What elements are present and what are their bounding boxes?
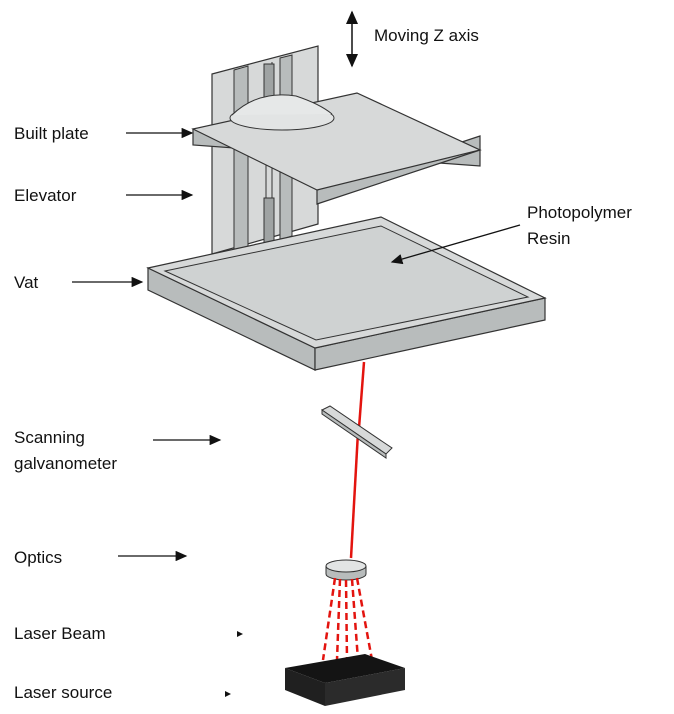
label-galvo-line1: Scanning (14, 428, 85, 447)
laser-source-box (285, 654, 405, 706)
build-plate (191, 92, 482, 205)
vat (146, 216, 547, 371)
laser-beam-middle (349, 431, 360, 559)
galvanometer-mirror (321, 405, 393, 459)
label-elevator: Elevator (14, 186, 77, 205)
label-resin-line1: Photopolymer (527, 203, 632, 222)
label-laser-source: Laser source (14, 683, 113, 702)
optics-lens (325, 559, 367, 581)
label-build-plate: Built plate (14, 124, 89, 143)
label-moving-z-axis: Moving Z axis (374, 26, 479, 45)
label-optics: Optics (14, 548, 63, 567)
label-vat: Vat (14, 273, 39, 292)
label-galvo-line2: galvanometer (14, 454, 118, 473)
label-resin-line2: Resin (527, 229, 571, 248)
resin-surface (163, 225, 530, 341)
laser-fan (321, 577, 374, 661)
label-laser-beam: Laser Beam (14, 624, 106, 643)
laser-beam-upper (357, 361, 366, 429)
arrow-resin (390, 224, 521, 265)
arrow-laser-source (225, 691, 231, 697)
arrow-laser-beam (237, 631, 243, 637)
